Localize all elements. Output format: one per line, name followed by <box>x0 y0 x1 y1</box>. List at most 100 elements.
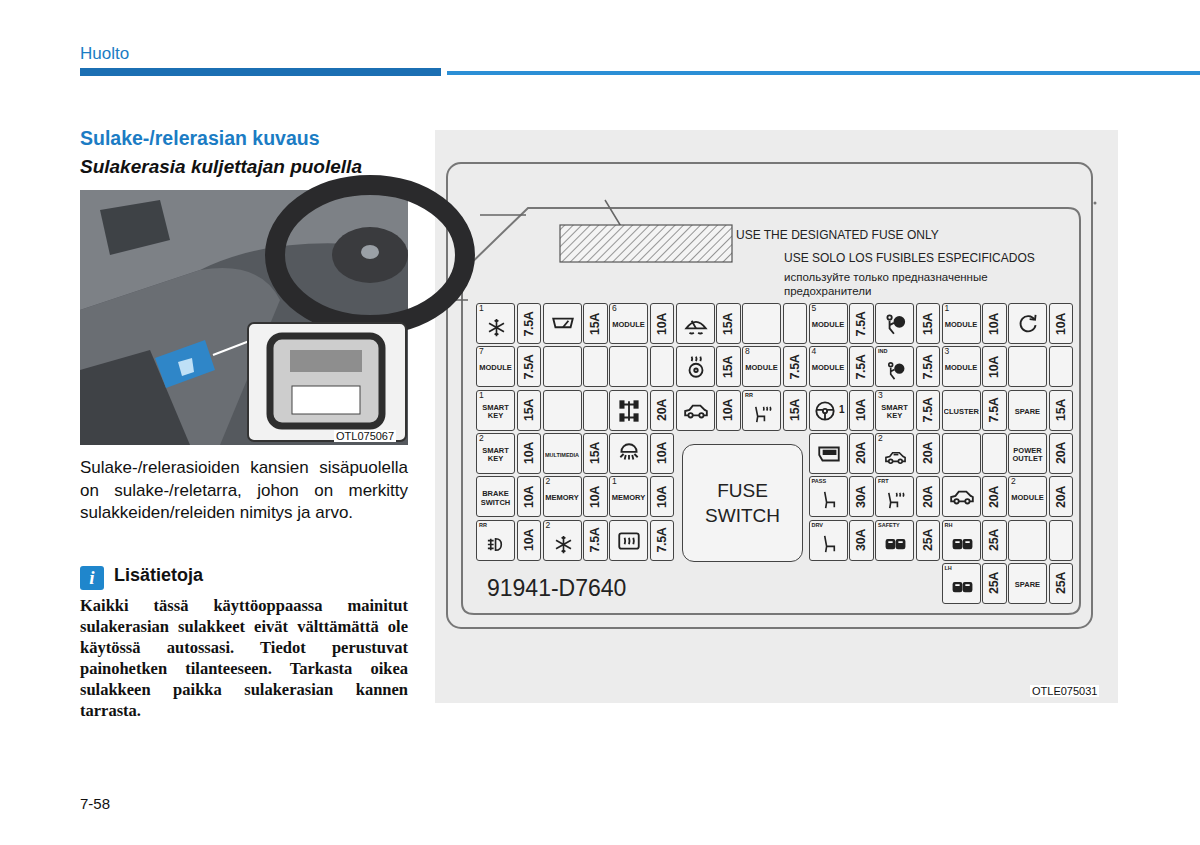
fuse: 20A <box>609 390 674 431</box>
fuse-rating-cell: 10A <box>650 433 675 474</box>
fuse-label-cell: 3SMART KEY <box>875 390 914 431</box>
fuse-sub-label: LH <box>945 565 952 571</box>
fuse-rating-cell: 7.5A <box>517 303 542 344</box>
fuse-number: 7 <box>479 347 484 356</box>
fuse: PASS30A <box>809 476 874 517</box>
fuse: RR15A <box>742 390 807 431</box>
fuse-label-cell: LH <box>942 563 981 604</box>
fuse: 15A <box>676 303 741 344</box>
fuse-rating: 15A <box>588 442 602 464</box>
fuse-rating: 10A <box>655 442 669 464</box>
fuse: 3MODULE 10A <box>942 346 1007 387</box>
fuse-symbol <box>683 354 709 380</box>
fuse-label-cell: DRV <box>809 520 848 561</box>
fuse-number: 1 <box>839 404 845 415</box>
fuse-rating-cell: 15A <box>716 346 741 387</box>
fuse-rating: 15A <box>721 312 735 334</box>
fuse-number: 2 <box>878 434 883 443</box>
fuse-label-cell: 1 <box>476 303 515 344</box>
fuse-rating-cell: 10A <box>1049 303 1074 344</box>
fuse-rating-cell <box>783 303 808 344</box>
fuse-symbol <box>816 441 842 467</box>
fuse-rating: 25A <box>987 572 1001 594</box>
fuse-sub-label: PASS <box>812 478 827 484</box>
fuse-symbol <box>818 533 841 556</box>
info-letter: i <box>89 568 94 588</box>
fuse-rating-cell: 15A <box>783 390 808 431</box>
fuse-label-cell: 1SMART KEY <box>476 390 515 431</box>
fuse: RH25A <box>942 520 1007 561</box>
info-heading: Lisätietoja <box>114 565 203 586</box>
fuse: 4MODULE7.5A <box>809 346 874 387</box>
fuse-rating: 10A <box>588 486 602 508</box>
fuse-label-cell <box>609 346 648 387</box>
fuse-rating: 20A <box>921 486 935 508</box>
subheading: Sulakerasia kuljettajan puolella <box>80 156 362 178</box>
fuse-rating-cell <box>650 346 675 387</box>
fuse-label-cell <box>543 346 582 387</box>
fuse-rating-cell: 7.5A <box>849 303 874 344</box>
fuse-label-cell: SAFETY <box>875 520 914 561</box>
warning-text: USE THE DESIGNATED FUSE ONLY <box>736 228 939 242</box>
fuse-symbol <box>616 528 642 554</box>
fuse-rating-cell: 10A <box>517 433 542 474</box>
fuse-rating: 10A <box>854 399 868 421</box>
fuse: CLUSTER7.5A <box>942 390 1007 431</box>
fuse-label-cell: MULTIMEDIA <box>543 433 582 474</box>
fuse-label-cell: 2MEMORY <box>543 476 582 517</box>
fuse-rating-cell: 10A <box>650 303 675 344</box>
fuse-name: SMART KEY <box>478 446 513 463</box>
fuse: LH 25A <box>942 563 1007 604</box>
fuse-number: 4 <box>812 347 817 356</box>
fuse-rating-cell: 7.5A <box>916 346 941 387</box>
fuse-label-cell <box>609 520 648 561</box>
fuse-name: POWER OUTLET <box>1010 446 1045 463</box>
fuse-rating: 10A <box>987 356 1001 378</box>
fuse-symbol <box>949 484 975 510</box>
fuse-rating: 7.5A <box>854 354 868 379</box>
fuse: MULTIMEDIA 15A <box>543 433 608 474</box>
fuse: 1SMART KEY15A <box>476 390 541 431</box>
fuse-symbol <box>882 311 908 337</box>
fuse-label-cell: PASS <box>809 476 848 517</box>
empty-fuse-slot <box>609 346 674 387</box>
section-title: Sulake-/relerasian kuvaus <box>80 127 320 150</box>
fuse-label-cell: 2 <box>543 520 582 561</box>
fuse-name: MODULE <box>944 364 979 373</box>
fuse: 2MODULE20A <box>1008 476 1073 517</box>
fuse: 10A <box>1008 303 1073 344</box>
fuse-number: 2 <box>546 521 551 530</box>
fuse-name: MODULE <box>478 364 513 373</box>
fuse-symbol <box>485 316 508 339</box>
fuse-label-cell: 3MODULE <box>942 346 981 387</box>
fuse-name: SMART KEY <box>877 403 912 420</box>
running-header: Huolto <box>80 44 129 64</box>
fuse-rating-cell: 25A <box>982 520 1007 561</box>
fuse-sub-label: DRV <box>812 522 824 528</box>
fuse: 8MODULE7.5A <box>742 346 807 387</box>
fuse-number: 1 <box>479 304 484 313</box>
fuse-label-cell: 8MODULE <box>742 346 781 387</box>
fuse-symbol <box>812 398 838 424</box>
fuse-rating-cell: 7.5A <box>849 346 874 387</box>
fuse-label-cell <box>609 390 648 431</box>
fuse-rating-cell: 20A <box>916 476 941 517</box>
fuse-rating: 7.5A <box>522 354 536 379</box>
empty-fuse-slot <box>543 346 608 387</box>
fuse-rating: 7.5A <box>655 527 669 552</box>
fuse-rating: 10A <box>1054 312 1068 334</box>
fuse-rating: 7.5A <box>987 397 1001 422</box>
fuse-symbol <box>884 359 907 382</box>
fuse-rating-cell: 10A <box>517 520 542 561</box>
fuse-sub-label: FRT <box>878 478 889 484</box>
fuse-rating: 20A <box>854 442 868 464</box>
fuse-number: 5 <box>812 304 817 313</box>
fuse-name: BRAKE SWITCH <box>478 490 513 507</box>
fuse-rating: 7.5A <box>921 354 935 379</box>
fuse-rating-cell: 20A <box>650 390 675 431</box>
fuse-label-cell: 2MODULE <box>1008 476 1047 517</box>
fuse-rating-cell: 25A <box>916 520 941 561</box>
empty-fuse-slot <box>742 303 807 344</box>
fuse-rating: 20A <box>655 399 669 421</box>
